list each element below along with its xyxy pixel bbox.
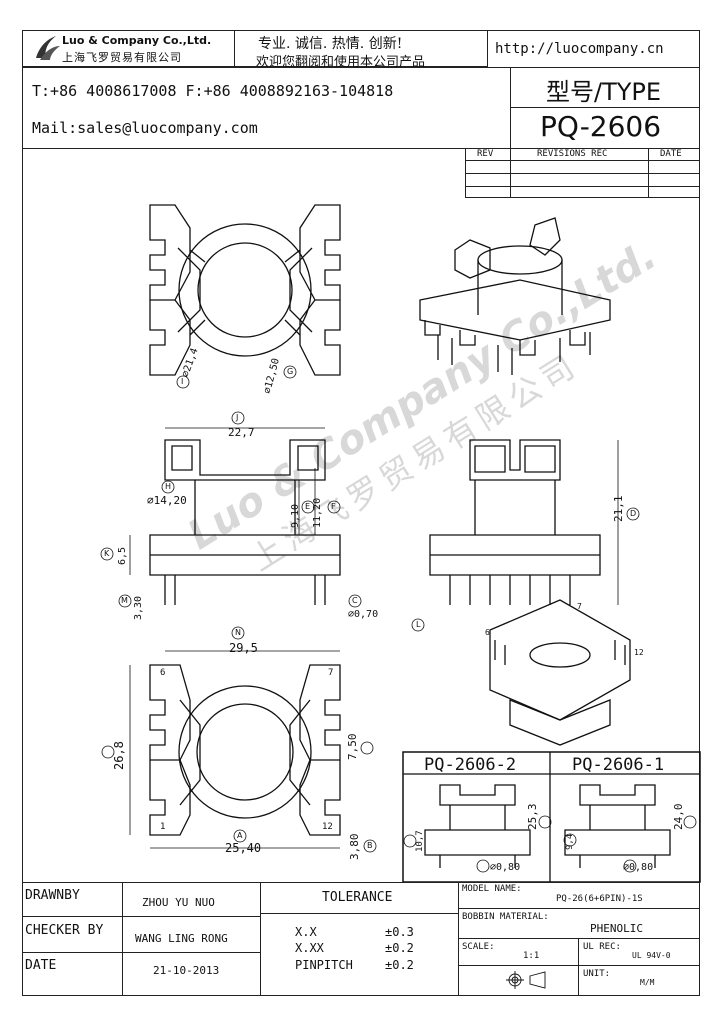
dim-26-8: 26,8 xyxy=(112,741,126,770)
dim-3-80: 3,80 xyxy=(348,833,361,861)
dim-d0-80-v1: ⌀0,80 xyxy=(623,862,654,873)
letter-e: E xyxy=(305,502,311,511)
type-mid-divider xyxy=(510,107,700,108)
dim-d0-80-v2: ⌀0,80 xyxy=(490,862,521,873)
mail: Mail:sales@luocompany.com xyxy=(32,119,258,137)
letter-h: H xyxy=(165,482,172,491)
pin-label-1: 1 xyxy=(160,822,166,832)
model-value: PQ-26(6+6PIN)-1S xyxy=(556,894,643,904)
variant-1-label: PQ-2606-1 xyxy=(572,755,665,775)
letter-f: F xyxy=(331,502,336,511)
unit-value: M/M xyxy=(640,978,655,987)
letter-k: K xyxy=(104,549,110,558)
scale-value: 1:1 xyxy=(523,951,540,961)
pin-label-6: 6 xyxy=(160,668,166,678)
model-label: MODEL NAME: xyxy=(462,884,522,894)
revisions-rec-header: REVISIONS REC xyxy=(537,149,608,159)
dim-29-5: 29,5 xyxy=(229,641,258,655)
letter-m: M xyxy=(121,596,128,605)
letter-l: L xyxy=(416,620,421,629)
letter-b: B xyxy=(367,841,373,850)
iso-pin-label-12: 12 xyxy=(634,648,644,657)
bobbin-value: PHENOLIC xyxy=(590,922,643,935)
tol-key-2: PINPITCH xyxy=(295,958,353,972)
letter-d: D xyxy=(630,509,637,518)
slogan: 专业. 诚信. 热情. 创新! xyxy=(258,36,403,52)
rev-header: REV xyxy=(477,149,494,159)
drawnby-label: DRAWNBY xyxy=(25,888,80,903)
letter-c: C xyxy=(352,596,358,605)
iso-pin-label-7: 7 xyxy=(577,602,582,611)
dim-25-40: 25,40 xyxy=(225,841,262,855)
dim-24-0: 24,0 xyxy=(672,803,685,831)
phone-fax: T:+86 4008617008 F:+86 4008892163-104818 xyxy=(32,82,394,100)
dim-25-3: 25,3 xyxy=(526,803,539,831)
website-link[interactable]: http://luocompany.cn xyxy=(495,41,664,57)
variant-2-label: PQ-2606-2 xyxy=(424,755,517,775)
date-header: DATE xyxy=(660,149,682,159)
letter-n: N xyxy=(235,628,241,637)
welcome-text: 欢迎您翻阅和使用本公司产品 xyxy=(256,55,426,70)
pin-label-12: 12 xyxy=(322,822,333,832)
date-label: DATE xyxy=(25,958,57,973)
tol-val-1: ±0.2 xyxy=(385,941,414,955)
letter-j: J xyxy=(236,413,239,422)
letter-i: I xyxy=(181,377,184,386)
dim-d14-20: ⌀14,20 xyxy=(147,494,187,507)
scale-label: SCALE: xyxy=(462,942,495,952)
letter-g: G xyxy=(287,367,294,376)
company-name-en: Luo & Company Co.,Ltd. xyxy=(62,34,212,47)
iso-pin-label-6: 6 xyxy=(485,628,490,637)
checker-label: CHECKER BY xyxy=(25,923,104,938)
date-value: 21-10-2013 xyxy=(153,964,220,977)
header-divider xyxy=(22,67,700,68)
ul-label: UL REC: xyxy=(583,942,621,952)
bobbin-label: BOBBIN MATERIAL: xyxy=(462,912,549,922)
dim-d0-70: ⌀0,70 xyxy=(348,609,379,620)
drawnby-value: ZHOU YU NUO xyxy=(142,896,215,909)
dim-7-50: 7,50 xyxy=(346,733,359,761)
type-label: 型号/TYPE xyxy=(546,78,662,106)
dim-22-7: 22,7 xyxy=(228,426,255,439)
company-name-cn: 上海飞罗贸易有限公司 xyxy=(62,51,182,64)
dim-9-10: 9,10 xyxy=(290,503,301,528)
dim-3-30: 3,30 xyxy=(133,595,144,620)
tol-key-0: X.X xyxy=(295,925,317,939)
slogan-box xyxy=(234,30,488,67)
dim-10-7: 10,7 xyxy=(415,830,425,852)
tol-val-2: ±0.2 xyxy=(385,958,414,972)
unit-label: UNIT: xyxy=(583,969,611,979)
checker-value: WANG LING RONG xyxy=(135,932,228,945)
dim-6-5: 6,5 xyxy=(117,546,128,565)
dim-9-4: 9,4 xyxy=(565,833,575,850)
dim-11-20: 11,20 xyxy=(312,497,323,528)
ul-value: UL 94V-0 xyxy=(632,951,671,960)
letter-a: A xyxy=(237,831,243,840)
type-value: PQ-2606 xyxy=(540,110,662,143)
pin-label-7: 7 xyxy=(328,668,334,678)
tol-key-1: X.XX xyxy=(295,941,324,955)
header-bottom xyxy=(22,148,700,149)
dim-21-1: 21,1 xyxy=(612,495,625,523)
tolerance-label: TOLERANCE xyxy=(322,890,393,905)
tol-val-0: ±0.3 xyxy=(385,925,414,939)
